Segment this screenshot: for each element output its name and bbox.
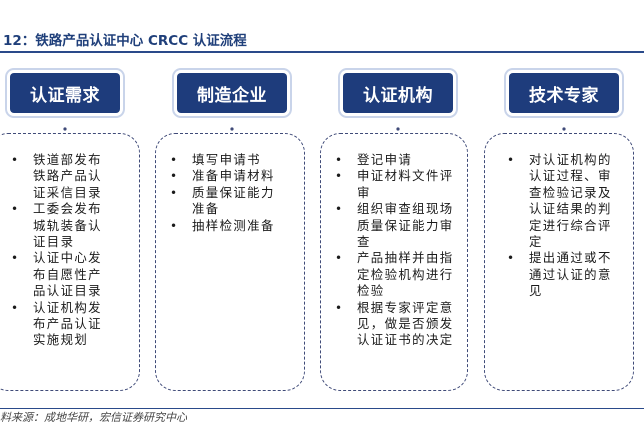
title-rule [0,51,644,53]
bullet-icon: • [335,300,344,315]
list-item: •工委会发布城轨装备认证目录 [11,201,102,250]
list-item: •提出通过或不通过认证的意见 [507,250,612,299]
bullet-icon: • [11,153,20,167]
list-item: •抽样检测准备 [170,217,275,233]
column-technical-expert: •对认证机构的认证过程、审查检验记录及认证结果的判定进行综合评定 •提出通过或不… [484,133,634,391]
bullet-icon: • [335,251,344,266]
list-item: •填写申请书 [170,152,261,167]
header-technical-expert: 技术专家 [509,73,619,113]
bullet-icon: • [335,169,344,184]
bullet-icon: • [335,202,344,217]
bullet-icon: • [11,251,20,266]
header-certification-body: 认证机构 [343,73,453,113]
list-item: •认证机构发布产品认证实施规划 [11,299,102,348]
column-certification-demand: •铁道部发布铁路产品认证采信目录 •工委会发布城轨装备认证目录 •认证中心发布自… [0,133,140,391]
list-item: •组织审查组现场质量保证能力审查 [335,201,454,250]
list-item: •认证中心发布自愿性产品认证目录 [11,250,102,299]
list-item: •对认证机构的认证过程、审查检验记录及认证结果的判定进行综合评定 [507,152,612,250]
header-certification-demand: 认证需求 [10,73,120,113]
list-item: •质量保证能力准备 [170,184,275,217]
footer-rule [0,408,644,409]
bullet-icon: • [170,185,179,200]
source-note: 料来源：成地华研，宏信证券研究中心 [0,411,187,424]
list-item: •根据专家评定意见，做是否颁发认证证书的决定 [335,299,454,348]
bullet-icon: • [507,251,516,266]
bullet-icon: • [170,153,179,167]
list-item: •准备申请材料 [170,168,275,184]
list-item: •产品抽样并由指定检验机构进行检验 [335,250,454,299]
column-certification-body: •登记申请 •申证材料文件评审 •组织审查组现场质量保证能力审查 •产品抽样并由… [320,133,468,391]
bullet-icon: • [507,153,516,167]
column-manufacturer: •填写申请书 •准备申请材料 •质量保证能力准备 •抽样检测准备 [155,133,305,391]
figure-title: 12：铁路产品认证中心 CRCC 认证流程 [3,33,247,49]
bullet-icon: • [170,169,179,184]
bullet-icon: • [11,202,20,217]
list-item: •铁道部发布铁路产品认证采信目录 [11,152,102,200]
bullet-icon: • [170,218,179,233]
list-item: •登记申请 [335,152,413,167]
bullet-icon: • [335,153,344,167]
bullet-icon: • [11,300,20,315]
header-manufacturer: 制造企业 [177,73,287,113]
list-item: •申证材料文件评审 [335,168,454,200]
